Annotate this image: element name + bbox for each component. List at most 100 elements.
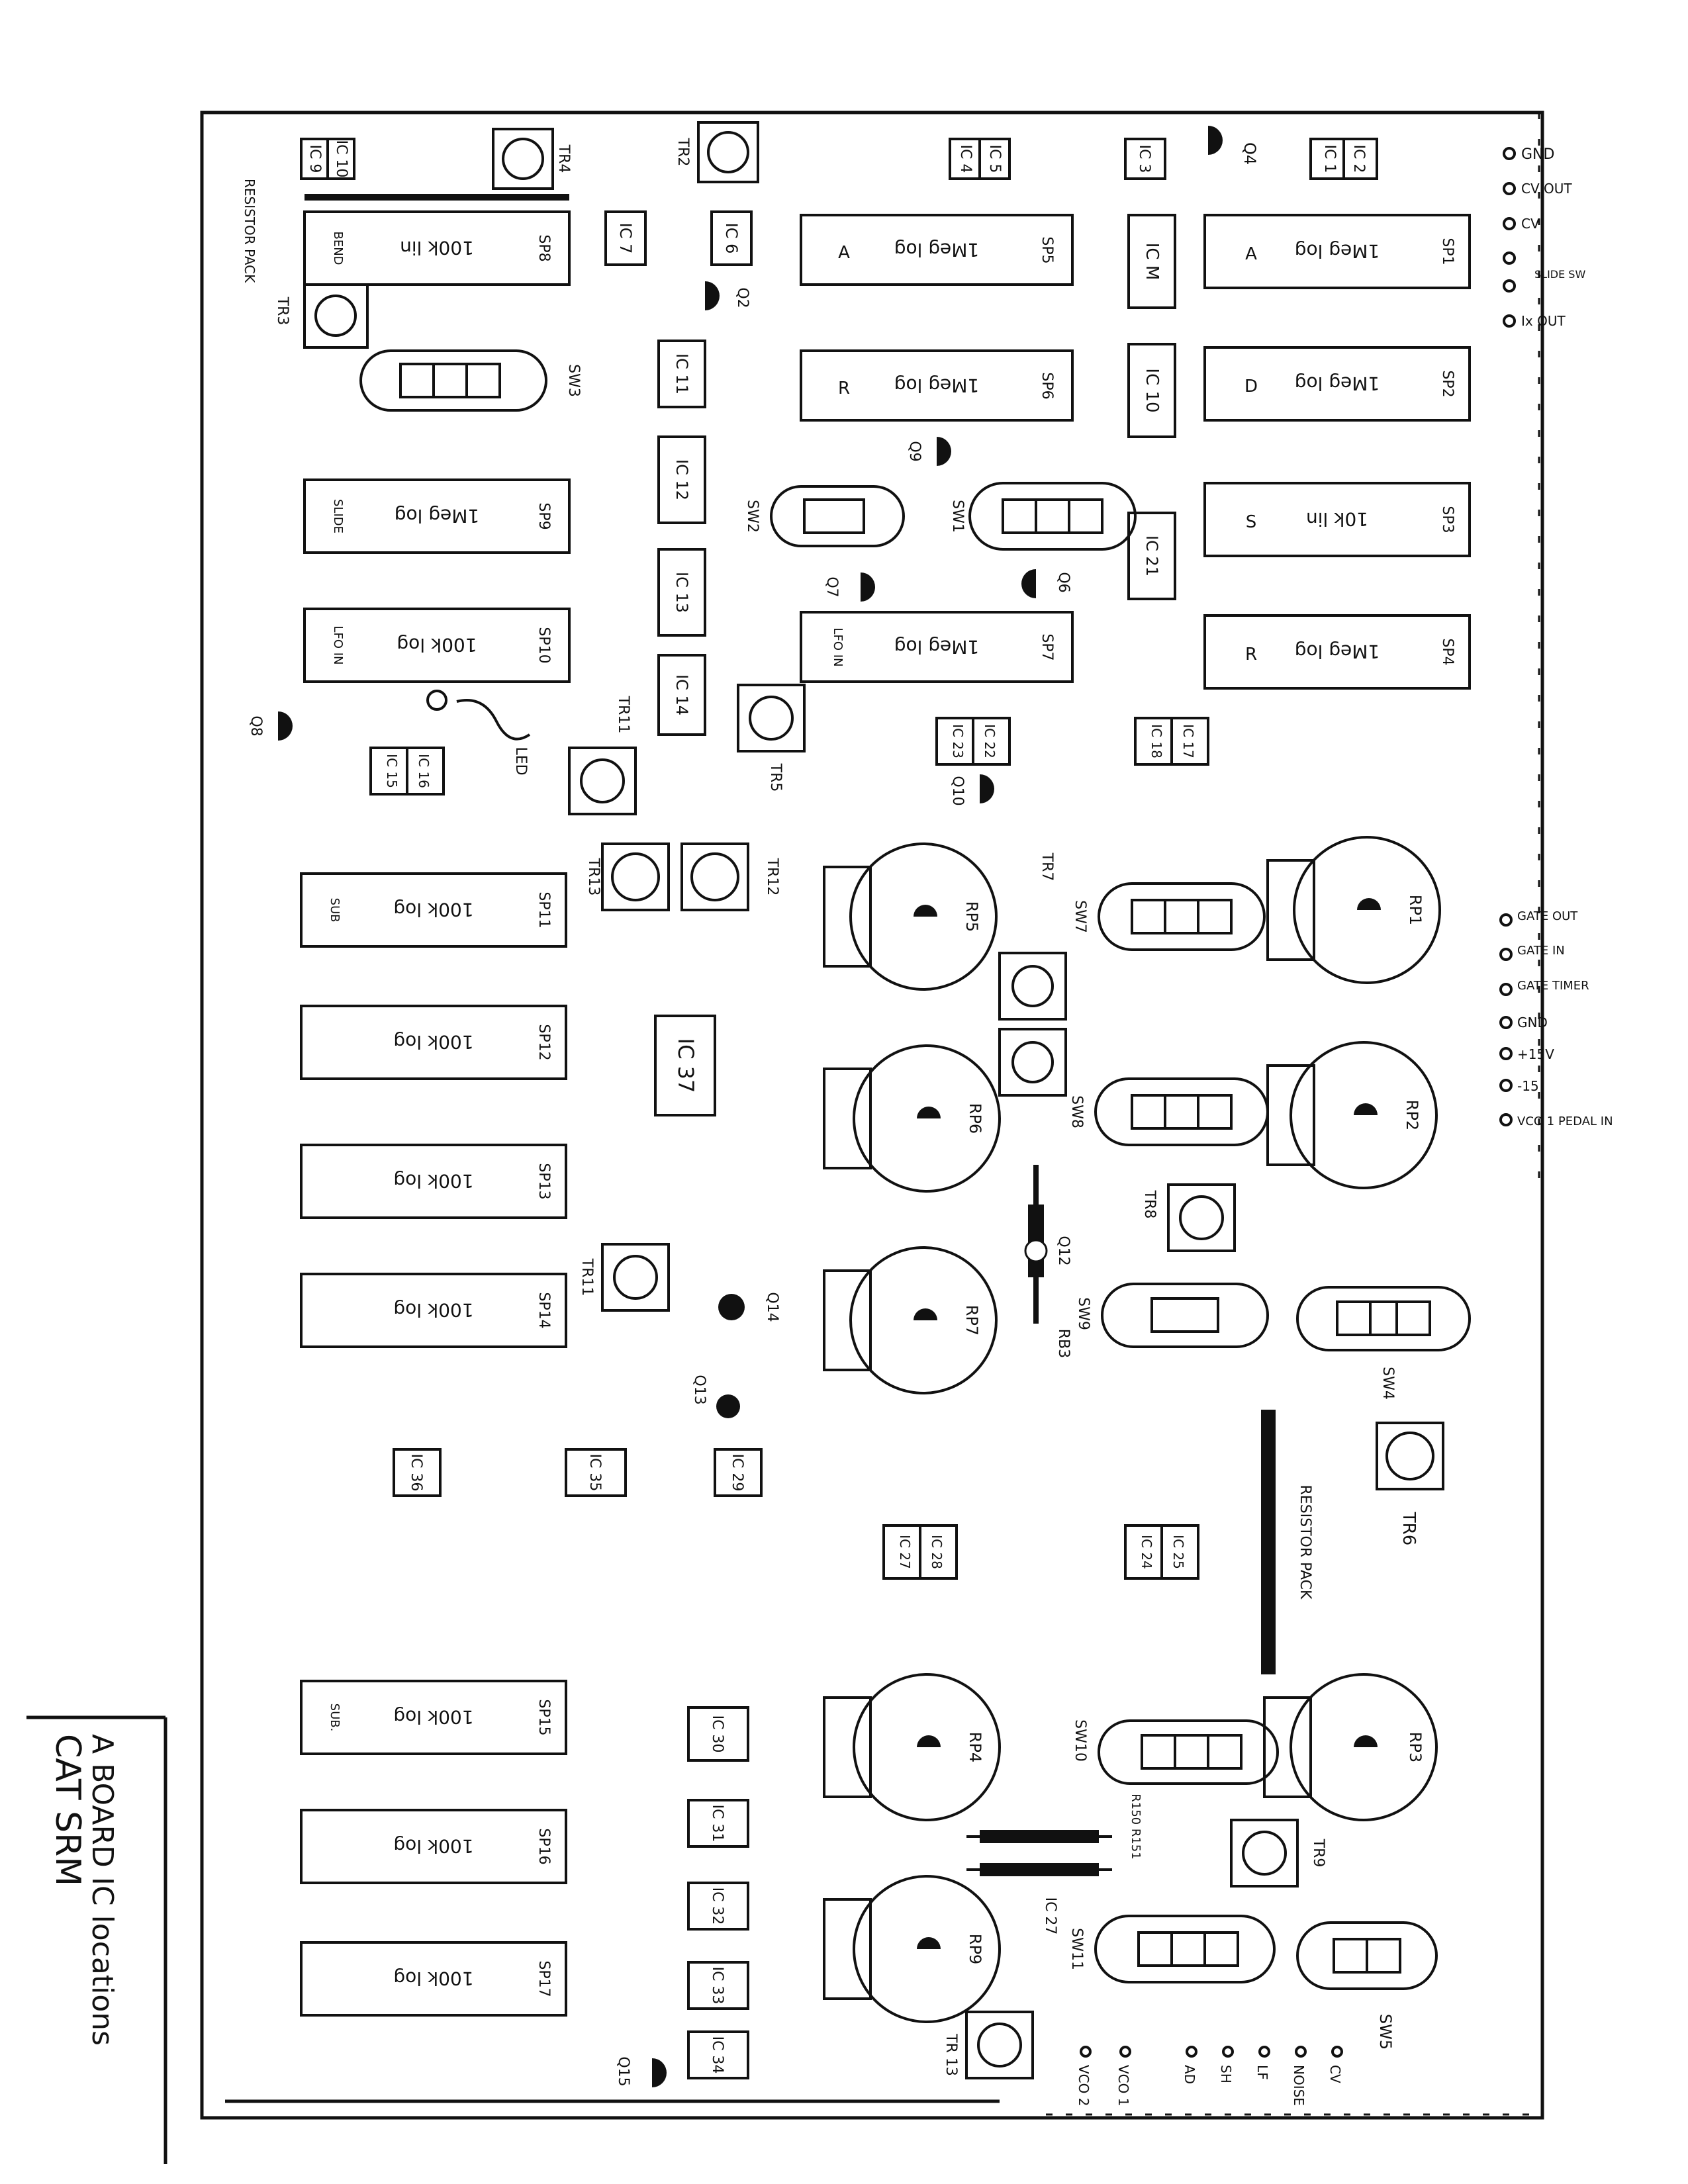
svg-text:Q6: Q6 <box>1055 572 1072 592</box>
slider-sp3[interactable]: 10k lin SP3 S <box>1203 482 1471 557</box>
svg-text:LFO IN: LFO IN <box>331 625 345 664</box>
q4-label: Q4 <box>1241 142 1259 165</box>
svg-text:TR11: TR11 <box>579 1258 595 1297</box>
ic-pair-24-25: IC 25 IC 24 <box>1124 1524 1199 1580</box>
svg-text:SP1: SP1 <box>1439 238 1456 265</box>
slider-sp13[interactable]: 100k log SP13 <box>300 1144 567 1219</box>
slider-sp1[interactable]: 1Meg log SP1 A <box>1203 214 1471 289</box>
svg-text:GATE TIMER: GATE TIMER <box>1517 979 1589 993</box>
svg-text:SW10: SW10 <box>1072 1719 1088 1762</box>
switch-sw2[interactable]: SW2 <box>744 485 905 547</box>
q8: Q8 <box>248 711 293 741</box>
rotary-pot-rp3[interactable]: RP3 <box>1263 1673 1438 1821</box>
slider-sp9[interactable]: 1Meg log SP9 SLIDE <box>303 478 571 554</box>
rotary-pot-rp5[interactable]: RP5 <box>823 842 998 991</box>
slider-sp2[interactable]: 1Meg log SP2 D <box>1203 346 1471 422</box>
rotary-pot-rp4[interactable]: RP4 <box>823 1673 1001 1821</box>
slider-sp7[interactable]: 1Meg log SP7 LFO IN <box>800 611 1074 683</box>
switch-sw10[interactable]: SW10 <box>1072 1719 1279 1785</box>
svg-text:1Meg log: 1Meg log <box>894 375 980 396</box>
svg-text:GATE OUT: GATE OUT <box>1517 909 1578 923</box>
svg-text:TR12: TR12 <box>764 858 780 896</box>
slider-sp11[interactable]: 100k log SP11 SUB <box>300 872 567 948</box>
ic-11: IC 11 <box>657 340 706 408</box>
trim-tr5[interactable]: TR5 <box>737 684 806 792</box>
svg-text:IC 24: IC 24 <box>1139 1535 1154 1569</box>
svg-text:A: A <box>1245 244 1257 264</box>
switch-sw7[interactable]: SW7 <box>1072 882 1266 951</box>
trim-knob-b <box>1011 1041 1054 1083</box>
rotary-pot-rp2[interactable]: RP2 <box>1266 1041 1438 1189</box>
switch-sw5[interactable]: SW5 <box>1296 1921 1438 2050</box>
switch-sw8[interactable]: SW8 <box>1068 1077 1269 1146</box>
ic-pair-17-18: IC 17 IC 18 <box>1134 717 1209 766</box>
svg-text:1Meg log: 1Meg log <box>1295 641 1380 662</box>
q4 <box>1208 126 1223 155</box>
ic-29: IC 29 <box>714 1448 763 1497</box>
svg-text:SW11: SW11 <box>1068 1928 1085 1970</box>
slider-sp6[interactable]: 1Meg log SP6 R <box>800 349 1074 422</box>
rotary-pot-rp1[interactable]: RP1 <box>1266 836 1441 984</box>
ic-6: IC 6 <box>710 210 753 266</box>
trim-tr11b[interactable]: TR11 <box>579 1243 670 1312</box>
trim-tr8[interactable]: TR8 <box>1141 1183 1236 1252</box>
trim-tr13b[interactable]: TR 13 <box>943 2011 1034 2079</box>
switch-sw3[interactable]: SW3 <box>359 349 582 412</box>
ic-pair-1-2: IC 2 IC 1 <box>1309 138 1378 180</box>
svg-text:SW8: SW8 <box>1068 1095 1085 1128</box>
switch-sw1[interactable]: SW1 <box>949 482 1137 551</box>
ic-pair-4-5: IC 5 IC 4 <box>949 138 1011 180</box>
trim-tr3[interactable]: TR3 <box>274 283 369 349</box>
svg-text:1Meg log: 1Meg log <box>395 505 480 527</box>
switch-sw4[interactable]: SW4 <box>1296 1286 1471 1400</box>
svg-text:SP9: SP9 <box>536 502 552 529</box>
svg-text:100k log: 100k log <box>393 1170 473 1192</box>
svg-text:SP7: SP7 <box>1039 633 1055 660</box>
trim-tr13[interactable]: TR13 <box>585 842 670 911</box>
slider-sp15[interactable]: 100k log SP15 SUB. <box>300 1680 567 1755</box>
svg-text:LF: LF <box>1254 2065 1270 2080</box>
q6: Q6 <box>1021 569 1072 598</box>
svg-text:Q12: Q12 <box>1055 1236 1072 1265</box>
trim-box-b[interactable] <box>998 1028 1067 1097</box>
q15: Q15 <box>615 2056 667 2087</box>
trim-box-a[interactable] <box>998 952 1067 1021</box>
slider-sp16[interactable]: 100k log SP16 <box>300 1809 567 1884</box>
trim-tr12[interactable]: TR12 <box>680 842 780 911</box>
switch-sw9[interactable]: SW9 <box>1075 1283 1269 1348</box>
svg-text:Q8: Q8 <box>248 715 264 736</box>
slider-sp14[interactable]: 100k log SP14 <box>300 1273 567 1348</box>
svg-text:TR9: TR9 <box>1310 1839 1327 1868</box>
switch-sw11[interactable]: SW11 <box>1068 1915 1276 1983</box>
slider-sp4[interactable]: 1Meg log SP4 R <box>1203 614 1471 690</box>
svg-text:TR13: TR13 <box>585 858 602 896</box>
svg-text:SW7: SW7 <box>1072 900 1088 933</box>
svg-text:TR5: TR5 <box>767 763 784 792</box>
trim-tr9[interactable]: TR9 <box>1230 1819 1327 1888</box>
svg-text:+15V: +15V <box>1517 1046 1554 1062</box>
svg-text:Q15: Q15 <box>615 2056 632 2086</box>
rotary-pot-rp7[interactable]: RP7 <box>823 1246 998 1394</box>
slider-sp12[interactable]: 100k log SP12 <box>300 1005 567 1080</box>
svg-text:IC 1: IC 1 <box>1321 145 1338 173</box>
svg-text:TR4: TR4 <box>555 144 572 173</box>
slider-sp5[interactable]: 1Meg log SP5 A <box>800 214 1074 286</box>
trim-tr11a[interactable]: TR11 <box>568 696 637 815</box>
slider-sp10[interactable]: 100k log SP10 LFO IN <box>303 608 571 683</box>
svg-text:SP17: SP17 <box>536 1960 552 1997</box>
svg-text:SP4: SP4 <box>1439 638 1456 665</box>
ic-35: IC 35 <box>565 1448 627 1497</box>
slider-sp17[interactable]: 100k log SP17 <box>300 1941 567 2017</box>
svg-text:IC 7: IC 7 <box>616 223 635 254</box>
rotary-pot-rp6[interactable]: RP6 <box>823 1044 1001 1193</box>
svg-text:RP4: RP4 <box>966 1732 984 1762</box>
trim-tr6[interactable]: TR6 <box>1376 1422 1444 1545</box>
ic-pair-22-23: IC 22 IC 23 <box>935 717 1011 766</box>
svg-text:IC 37: IC 37 <box>673 1038 698 1093</box>
svg-text:R: R <box>838 379 850 398</box>
slider-sp8[interactable]: 100k lin SP8 BEND <box>303 210 571 286</box>
rotary-pot-rp9[interactable]: RP9 <box>823 1875 1001 2023</box>
led: LED <box>426 690 531 776</box>
title-block: CAT SRM A BOARD IC locations <box>26 1715 167 2164</box>
